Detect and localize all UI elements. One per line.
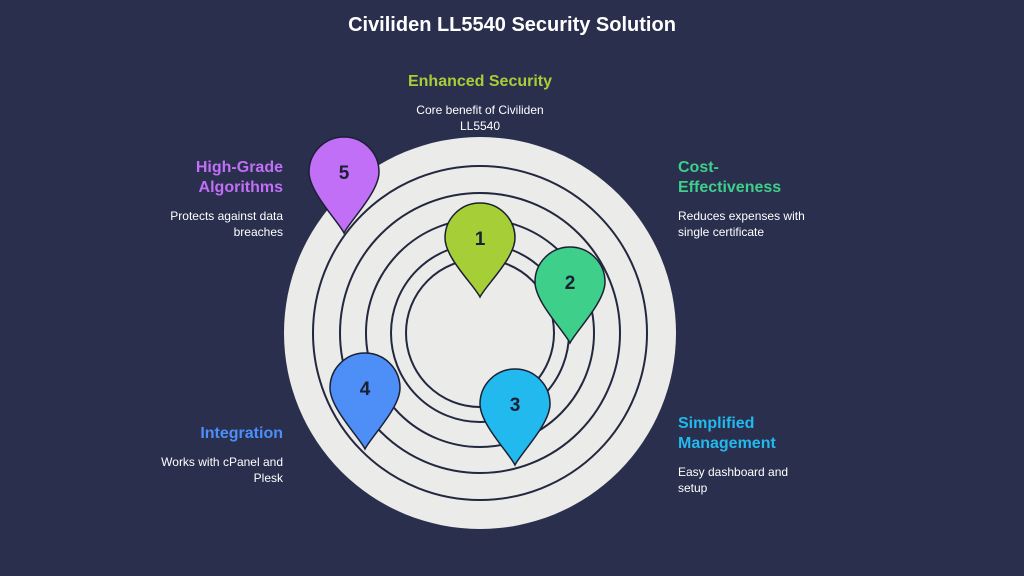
pin-marker-3: 3 [479,368,551,467]
ring-2 [339,192,621,474]
pin-shape [308,136,380,235]
item-description: Protects against data breaches [170,209,283,239]
pin-shape [479,368,551,467]
item-heading: Cost-Effectiveness [678,159,782,196]
pin-markers: 1 2 3 4 5 [308,136,606,467]
pin-number: 2 [565,273,576,294]
pin-marker-2: 2 [534,246,606,345]
item-heading: Simplified Management [678,415,776,452]
outer-disc [284,137,676,529]
item-heading: High-Grade Algorithms [195,159,283,196]
pin-marker-4: 4 [329,352,401,451]
page-title: Civiliden LL5540 Security Solution [348,14,676,36]
item-description: Core benefit of Civiliden LL5540 [416,103,544,133]
item-enhanced-security: Enhanced Security Core benefit of Civili… [380,72,580,134]
pin-shape [444,202,516,299]
pin-number: 3 [510,395,521,416]
item-heading: Enhanced Security [407,73,553,90]
item-cost-effectiveness: Cost-Effectiveness Reduces expenses with… [678,158,828,240]
pin-number: 1 [475,229,486,250]
pin-number: 4 [360,379,371,400]
item-integration: Integration Works with cPanel and Plesk [133,424,283,486]
pin-marker-1: 1 [444,202,516,299]
item-description: Easy dashboard and setup [678,465,789,495]
item-simplified-management: Simplified Management Easy dashboard and… [678,414,828,496]
ring-1 [312,165,648,501]
item-high-grade-algorithms: High-Grade Algorithms Protects against d… [133,158,283,240]
pin-shape [329,352,401,451]
pin-shape [534,246,606,345]
pin-number: 5 [339,163,350,184]
item-description: Works with cPanel and Plesk [161,455,283,485]
item-description: Reduces expenses with single certificate [678,209,805,239]
item-heading: Integration [200,425,283,442]
pin-marker-5: 5 [308,136,380,235]
